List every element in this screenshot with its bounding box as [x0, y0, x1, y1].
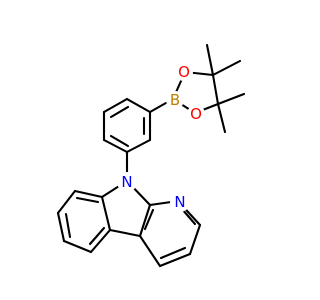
molecule-structure: B O O N N	[56, 43, 246, 268]
bond	[125, 138, 152, 154]
bond-lines	[56, 43, 246, 268]
bond	[56, 211, 66, 243]
bond	[109, 105, 130, 119]
bond	[216, 102, 227, 134]
bond	[158, 252, 192, 268]
bond	[73, 189, 104, 199]
oxygen-atom-label: O	[178, 63, 190, 81]
bond	[100, 195, 112, 232]
atom-labels: B O O N N	[117, 63, 205, 212]
indole-nitrogen-atom-label: N	[121, 173, 132, 191]
bond	[159, 246, 187, 260]
bond	[56, 189, 77, 215]
bond	[62, 239, 93, 254]
bond	[64, 212, 72, 239]
oxygen-atom-label: O	[190, 105, 202, 123]
bond	[216, 92, 246, 106]
bond	[125, 97, 152, 114]
bond	[108, 228, 142, 238]
bond	[211, 73, 220, 106]
bond	[102, 138, 129, 154]
bond	[211, 59, 242, 77]
bond	[188, 223, 202, 256]
bond	[180, 207, 197, 226]
bond	[143, 208, 155, 231]
bond	[102, 97, 129, 114]
bond	[138, 234, 162, 268]
bond	[109, 134, 130, 148]
boron-atom-label: B	[170, 91, 180, 109]
bond	[89, 228, 112, 254]
bond	[75, 196, 100, 204]
bond	[138, 203, 152, 238]
bond	[88, 226, 106, 246]
bond	[205, 43, 215, 77]
pyridine-nitrogen-atom-label: N	[174, 193, 185, 211]
